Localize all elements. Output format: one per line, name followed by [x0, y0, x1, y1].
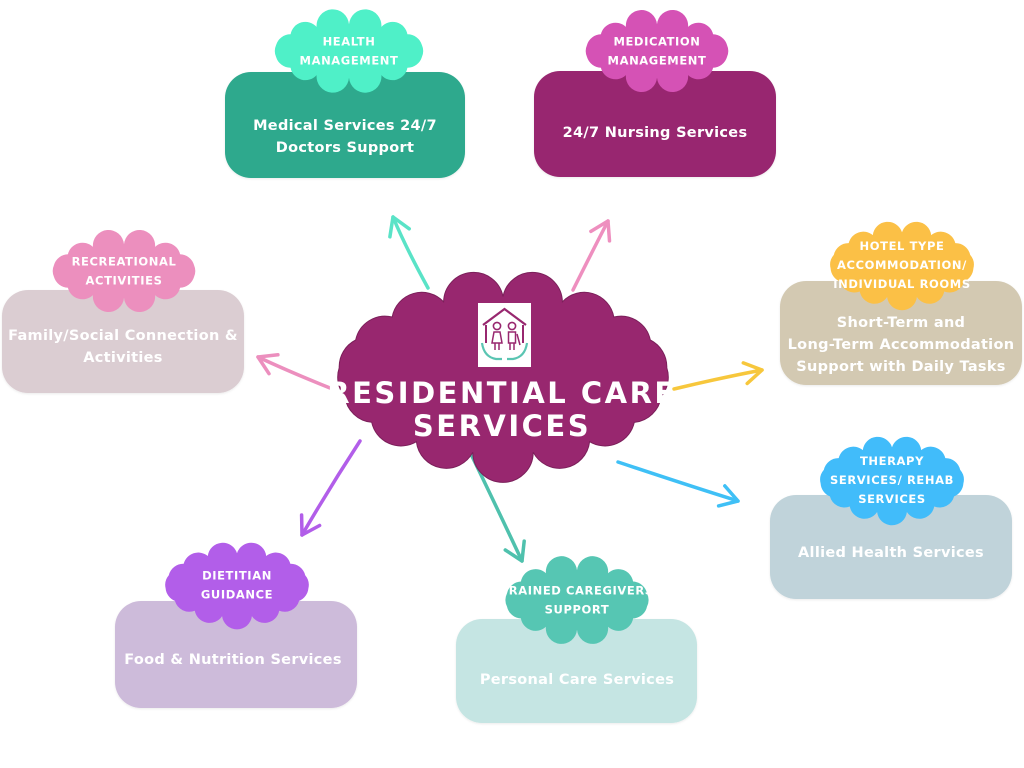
box-therapy-services: [770, 495, 1012, 599]
center-node: RESIDENTIAL CARE SERVICES: [327, 271, 676, 483]
body-line-hotel-type-accommodation-0: Short-Term and: [837, 315, 966, 331]
body-line-hotel-type-accommodation-1: Long-Term Accommodation: [788, 337, 1015, 353]
arrow-line-medication-management: [571, 219, 610, 292]
arrowhead-medication-management: [589, 219, 612, 243]
tag-cloud-therapy-services: [820, 436, 964, 526]
node-therapy-services: THERAPY SERVICES/ REHAB SERVICES Allied Hea…: [770, 436, 1012, 599]
tag-line-hotel-type-accommodation-2: INDIVIDUAL ROOMS: [833, 277, 970, 291]
body-line-medication-management-0: 24/7 Nursing Services: [563, 125, 748, 141]
arrow-line-dietitian-guidance: [300, 439, 362, 537]
node-hotel-type-accommodation: HOTEL TYPE ACCOMMODATION/INDIVIDUAL ROOMS…: [780, 221, 1022, 385]
body-line-recreational-activities-0: Family/Social Connection &: [8, 328, 238, 344]
tag-line-hotel-type-accommodation-0: HOTEL TYPE: [860, 239, 945, 253]
tag-cloud-dietitian-guidance: [165, 542, 309, 630]
node-dietitian-guidance: DIETITIAN GUIDANCE Food & Nutrition Servic…: [115, 542, 357, 708]
box-hotel-type-accommodation: [780, 281, 1022, 385]
tag-line-dietitian-guidance-0: DIETITIAN: [202, 569, 272, 583]
arrow-health-management: [388, 215, 430, 290]
arrow-line-therapy-services: [616, 460, 740, 503]
tag-cloud-health-management: [274, 9, 424, 93]
arrow-line-health-management: [391, 215, 430, 290]
arrow-dietitian-guidance: [299, 439, 362, 537]
tag-line-health-management-1: MANAGEMENT: [300, 54, 399, 68]
tag-line-trained-caregivers-0: TRAINED CAREGIVERS: [500, 584, 653, 598]
tag-line-medication-management-1: MANAGEMENT: [608, 54, 707, 68]
tag-line-trained-caregivers-1: SUPPORT: [545, 603, 610, 617]
body-line-therapy-services-0: Allied Health Services: [798, 545, 984, 561]
body-line-health-management-1: Doctors Support: [276, 140, 414, 156]
care-home-icon: [478, 303, 531, 367]
arrowhead-trained-caregivers: [503, 539, 526, 563]
box-dietitian-guidance: [115, 601, 357, 708]
arrowhead-recreational-activities: [256, 353, 280, 376]
body-line-hotel-type-accommodation-2: Support with Daily Tasks: [796, 359, 1005, 375]
body-line-recreational-activities-1: Activities: [83, 350, 163, 366]
tag-cloud-hotel-type-accommodation: [830, 221, 974, 311]
center-title-line2: SERVICES: [413, 409, 591, 443]
arrow-line-hotel-type-accommodation: [672, 368, 764, 391]
center-cloud-path: [337, 271, 669, 483]
center-cloud-shape: [337, 271, 669, 483]
arrowhead-health-management: [388, 215, 411, 239]
tag-cloud-recreational-activities: [52, 229, 196, 313]
arrow-medication-management: [571, 219, 612, 292]
arrow-hotel-type-accommodation: [672, 361, 764, 391]
arrowhead-therapy-services: [716, 484, 740, 508]
box-trained-caregivers: [456, 619, 697, 723]
center-title-line1: RESIDENTIAL CARE: [327, 376, 676, 410]
tag-line-therapy-services-0: THERAPY: [860, 454, 924, 468]
node-recreational-activities: RECREATIONAL ACTIVITIES Family/Social Conn…: [2, 229, 244, 393]
body-line-trained-caregivers-0: Personal Care Services: [480, 672, 674, 688]
tag-cloud-trained-caregivers: [505, 556, 649, 644]
tag-line-therapy-services-2: SERVICES: [858, 492, 926, 506]
arrowhead-hotel-type-accommodation: [741, 361, 764, 386]
tag-line-recreational-activities-1: ACTIVITIES: [86, 274, 163, 288]
tag-line-recreational-activities-0: RECREATIONAL: [72, 255, 177, 269]
body-line-dietitian-guidance-0: Food & Nutrition Services: [124, 652, 342, 668]
arrowhead-dietitian-guidance: [299, 513, 322, 537]
tag-line-medication-management-0: MEDICATION: [613, 35, 700, 49]
arrow-recreational-activities: [256, 353, 332, 390]
tag-cloud-medication-management: [585, 9, 729, 93]
body-line-health-management-0: Medical Services 24/7: [253, 118, 437, 134]
box-recreational-activities: [2, 290, 244, 393]
box-medication-management: [534, 71, 776, 177]
node-medication-management: MEDICATION MANAGEMENT 24/7 Nursing Service…: [534, 9, 776, 177]
tag-line-therapy-services-1: SERVICES/ REHAB: [830, 473, 954, 487]
box-health-management: [225, 72, 465, 178]
arrow-therapy-services: [616, 460, 740, 508]
node-trained-caregivers: TRAINED CAREGIVERS SUPPORT Personal Care S…: [456, 556, 697, 723]
arrow-line-recreational-activities: [256, 355, 332, 390]
tag-line-hotel-type-accommodation-1: ACCOMMODATION/: [837, 258, 967, 272]
tag-line-health-management-0: HEALTH: [323, 35, 376, 49]
tag-line-dietitian-guidance-1: GUIDANCE: [201, 588, 273, 602]
service-nodes: HEALTH MANAGEMENT Medical Services 24/7Doc…: [2, 9, 1022, 723]
node-health-management: HEALTH MANAGEMENT Medical Services 24/7Doc…: [225, 9, 465, 178]
